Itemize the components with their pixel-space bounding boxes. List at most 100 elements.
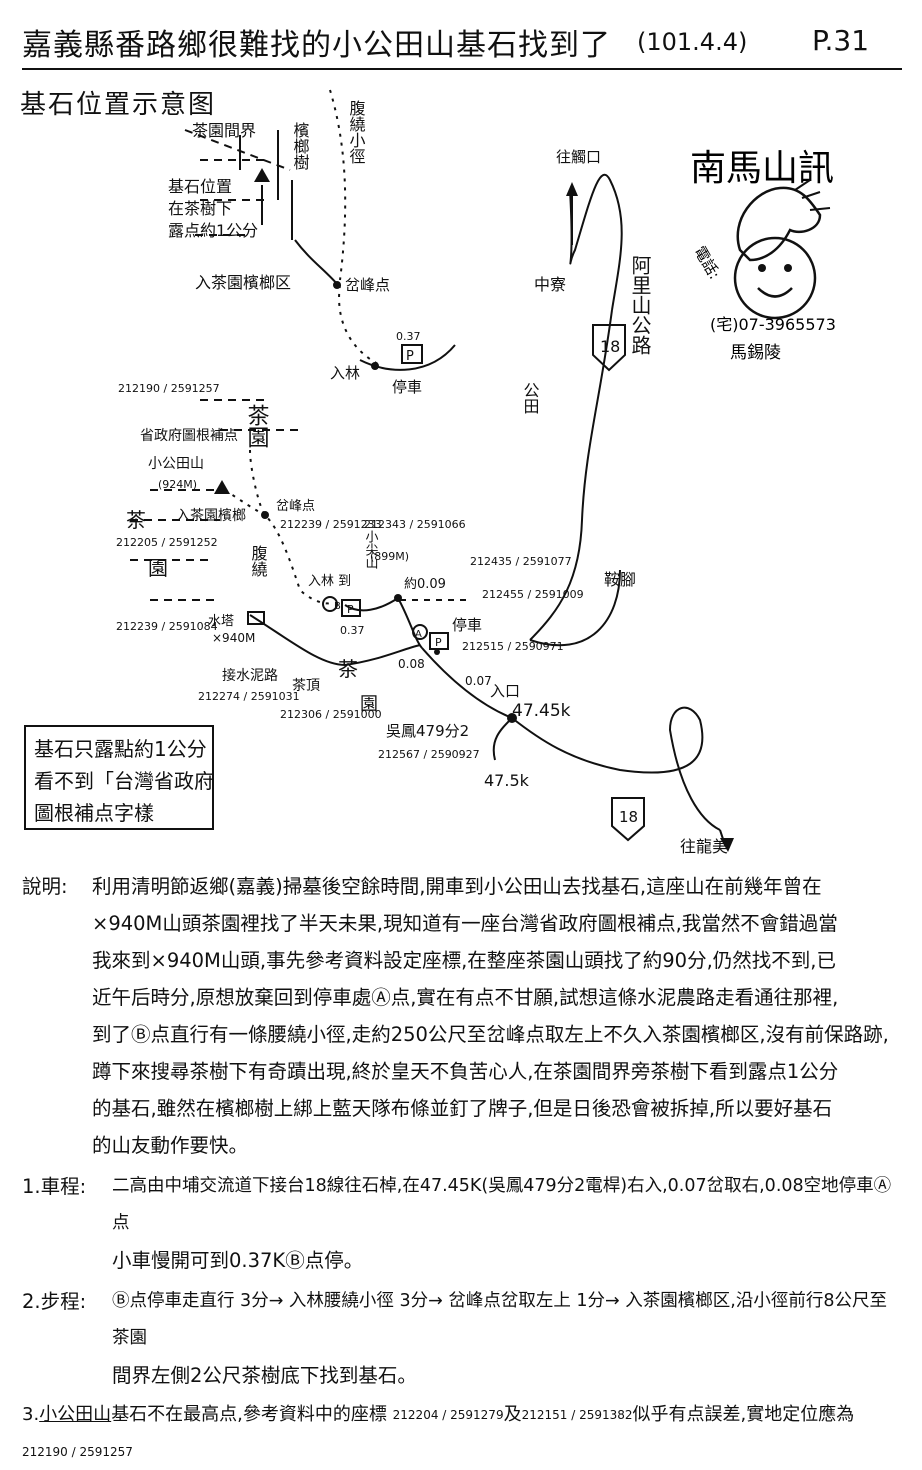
farm-road-2	[344, 596, 423, 649]
highway-right-curve	[529, 569, 621, 647]
page-number: P.31	[812, 24, 870, 57]
p-top: P	[406, 349, 414, 364]
farm-road	[249, 614, 421, 667]
text-line: 到了Ⓑ点直行有一條腰繞小徑,走約250公尺至岔峰点取左上不久入茶園檳榔区,沒有前…	[92, 1023, 889, 1046]
coord-farm: 212515 / 2590971	[462, 640, 564, 653]
top-map	[184, 89, 456, 371]
about-dist: 約0.09	[404, 577, 446, 592]
tea-boundary-label: 茶園間界	[192, 121, 256, 140]
note-line: 基石只露點約1公分	[34, 737, 207, 761]
belly-path-main: 腹繞	[249, 545, 268, 578]
route-shield-north	[592, 324, 626, 372]
zhongliao-label: 中寮	[534, 275, 566, 294]
tower-elev: ×940M	[212, 631, 255, 645]
coord-junction: 212239 / 2591233	[280, 518, 382, 531]
coord-ref-1: 212204 / 2591279	[392, 1408, 504, 1422]
down-path-dots	[338, 284, 381, 366]
highway-south	[511, 706, 721, 831]
tea-top-label: 茶頂	[292, 678, 320, 694]
mountain-name: 小公田山	[39, 1404, 112, 1425]
point-a-label: A	[415, 629, 422, 640]
coord-left: 212205 / 2591252	[116, 536, 218, 549]
p-b: P	[347, 603, 354, 616]
smiley-eye-icon	[758, 264, 766, 272]
step-walk: 2.步程: Ⓑ点停車走直行 3分→ 入林腰繞小徑 3分→ 岔峰点岔取左上 1分→…	[22, 1283, 902, 1394]
belly-path-top: 腹繞小徑	[347, 100, 366, 164]
parking-main: 停車	[452, 616, 482, 634]
text-line: 利用清明節返鄉(嘉義)掃墓後空餘時間,開車到小公田山去找基石,這座山在前幾年曾在	[92, 875, 822, 898]
smiley-eye-icon	[784, 264, 792, 272]
tower-box	[247, 611, 265, 625]
text-line: ×940M山頭茶園裡找了半天未果,現知道有一座台灣省政府圖根補点,我當然不會錯過…	[92, 912, 838, 935]
route-18-south: 18	[619, 808, 638, 826]
small-peak-elev: (899M)	[370, 550, 409, 563]
step-note: 3.小公田山基石不在最高点,參考資料中的座標 212204 / 2591279及…	[22, 1396, 902, 1470]
coord-b: 212306 / 2591000	[280, 708, 382, 721]
step-drive: 1.車程: 二高由中埔交流道下接台18線往石棹,在47.45K(吳鳳479分2電…	[22, 1168, 902, 1279]
fork-dot	[394, 594, 402, 602]
coord-ref-2: 212151 / 2591382	[521, 1408, 633, 1422]
stone-loc-3: 露点約1公分	[168, 221, 258, 240]
step-label: 2.步程:	[22, 1290, 87, 1313]
horse-mane-icon	[794, 179, 831, 211]
km2-label: 47.5k	[484, 771, 530, 790]
junction-dot	[261, 511, 269, 519]
main-map	[130, 173, 726, 846]
coord-a: 212274 / 2591031	[198, 690, 300, 703]
stone-marker-top	[254, 168, 270, 182]
text-line: 二高由中埔交流道下接台18線往石棹,在47.45K(吳鳳479分2電桿)右入,0…	[112, 1176, 892, 1233]
explanation-label: 說明:	[22, 875, 68, 898]
note-text: 基石不在最高点,參考資料中的座標	[111, 1404, 387, 1425]
top-road	[359, 344, 456, 371]
entry-dot-top	[371, 362, 379, 370]
dist-top: 0.37	[396, 330, 421, 343]
survey-point-label: 省政府圖根補点	[140, 428, 238, 444]
point-b	[322, 596, 338, 612]
d3-label: 0.37	[340, 624, 365, 637]
tea-char-bottom: 茶	[338, 657, 358, 681]
note-box: 基石只露點約1公分 看不到「台灣省政府 圖根補点字樣	[24, 725, 214, 830]
junction-main: 岔峰点	[276, 499, 315, 514]
arrow-head-chuhu	[566, 182, 578, 196]
farm-road-3	[421, 647, 513, 719]
parking-a	[429, 632, 449, 650]
route-shield-south	[611, 797, 645, 842]
explanation: 說明: 利用清明節返鄉(嘉義)掃墓後空餘時間,開車到小公田山去找基石,這座山在前…	[22, 868, 902, 1470]
note-text: 及	[503, 1404, 522, 1425]
stone-loc-1: 基石位置	[168, 177, 232, 196]
entrance-label: 入口	[490, 682, 520, 700]
page-title: 嘉義縣番路鄉很難找的小公田山基石找到了	[22, 28, 611, 63]
entry-top: 入林	[330, 364, 360, 382]
parking-b	[341, 599, 361, 617]
tea-char-left: 茶	[126, 508, 146, 532]
highway-left-edge	[529, 309, 613, 641]
alishan-road-label: 阿里山公路	[628, 255, 652, 355]
point-a	[412, 624, 428, 640]
text-line: 的基石,雖然在檳榔樹上綁上藍天隊布條並釘了牌子,但是日後恐會被拆掉,所以要好基石	[92, 1097, 833, 1120]
coord-actual: 212190 / 2591257	[22, 1445, 133, 1459]
step-label: 1.車程:	[22, 1175, 87, 1198]
peak-elev: (924M)	[158, 478, 197, 491]
title-bar: 嘉義縣番路鄉很難找的小公田山基石找到了 (101.4.4) P.31	[22, 16, 902, 70]
text-line: 的山友動作要快。	[92, 1134, 249, 1157]
km1-label: 47.45k	[512, 701, 571, 721]
author-stamp: 南馬山訊 電話: (宅)07-3965573 馬錫陵	[690, 148, 836, 363]
branch-path	[294, 239, 339, 286]
p-a: P	[435, 636, 442, 649]
smiley-icon	[733, 236, 817, 320]
text-line: 蹲下來搜尋茶樹下有奇蹟出現,終於皇天不負苦心人,在茶園間界旁茶樹下看到露点1公分	[92, 1060, 839, 1083]
route-18-north: 18	[600, 337, 620, 356]
stone-loc-2: 在茶樹下	[168, 199, 232, 218]
coord-top: 212190 / 2591257	[118, 382, 220, 395]
coord-small-peak: 212343 / 2591066	[364, 518, 466, 531]
stamp-person: 馬錫陵	[730, 343, 781, 363]
coord-tower: 212239 / 2591084	[116, 620, 218, 633]
garden-char-bottom: 園	[360, 694, 378, 715]
belly-path-dots	[329, 89, 347, 281]
small-peak-name: 小尖山	[363, 530, 379, 569]
point-b-label: B	[334, 601, 341, 612]
step-label: 3.	[22, 1404, 40, 1425]
boundary-dash-1	[184, 129, 291, 171]
horse-icon	[736, 186, 822, 262]
stamp-title: 南馬山訊	[690, 148, 834, 189]
